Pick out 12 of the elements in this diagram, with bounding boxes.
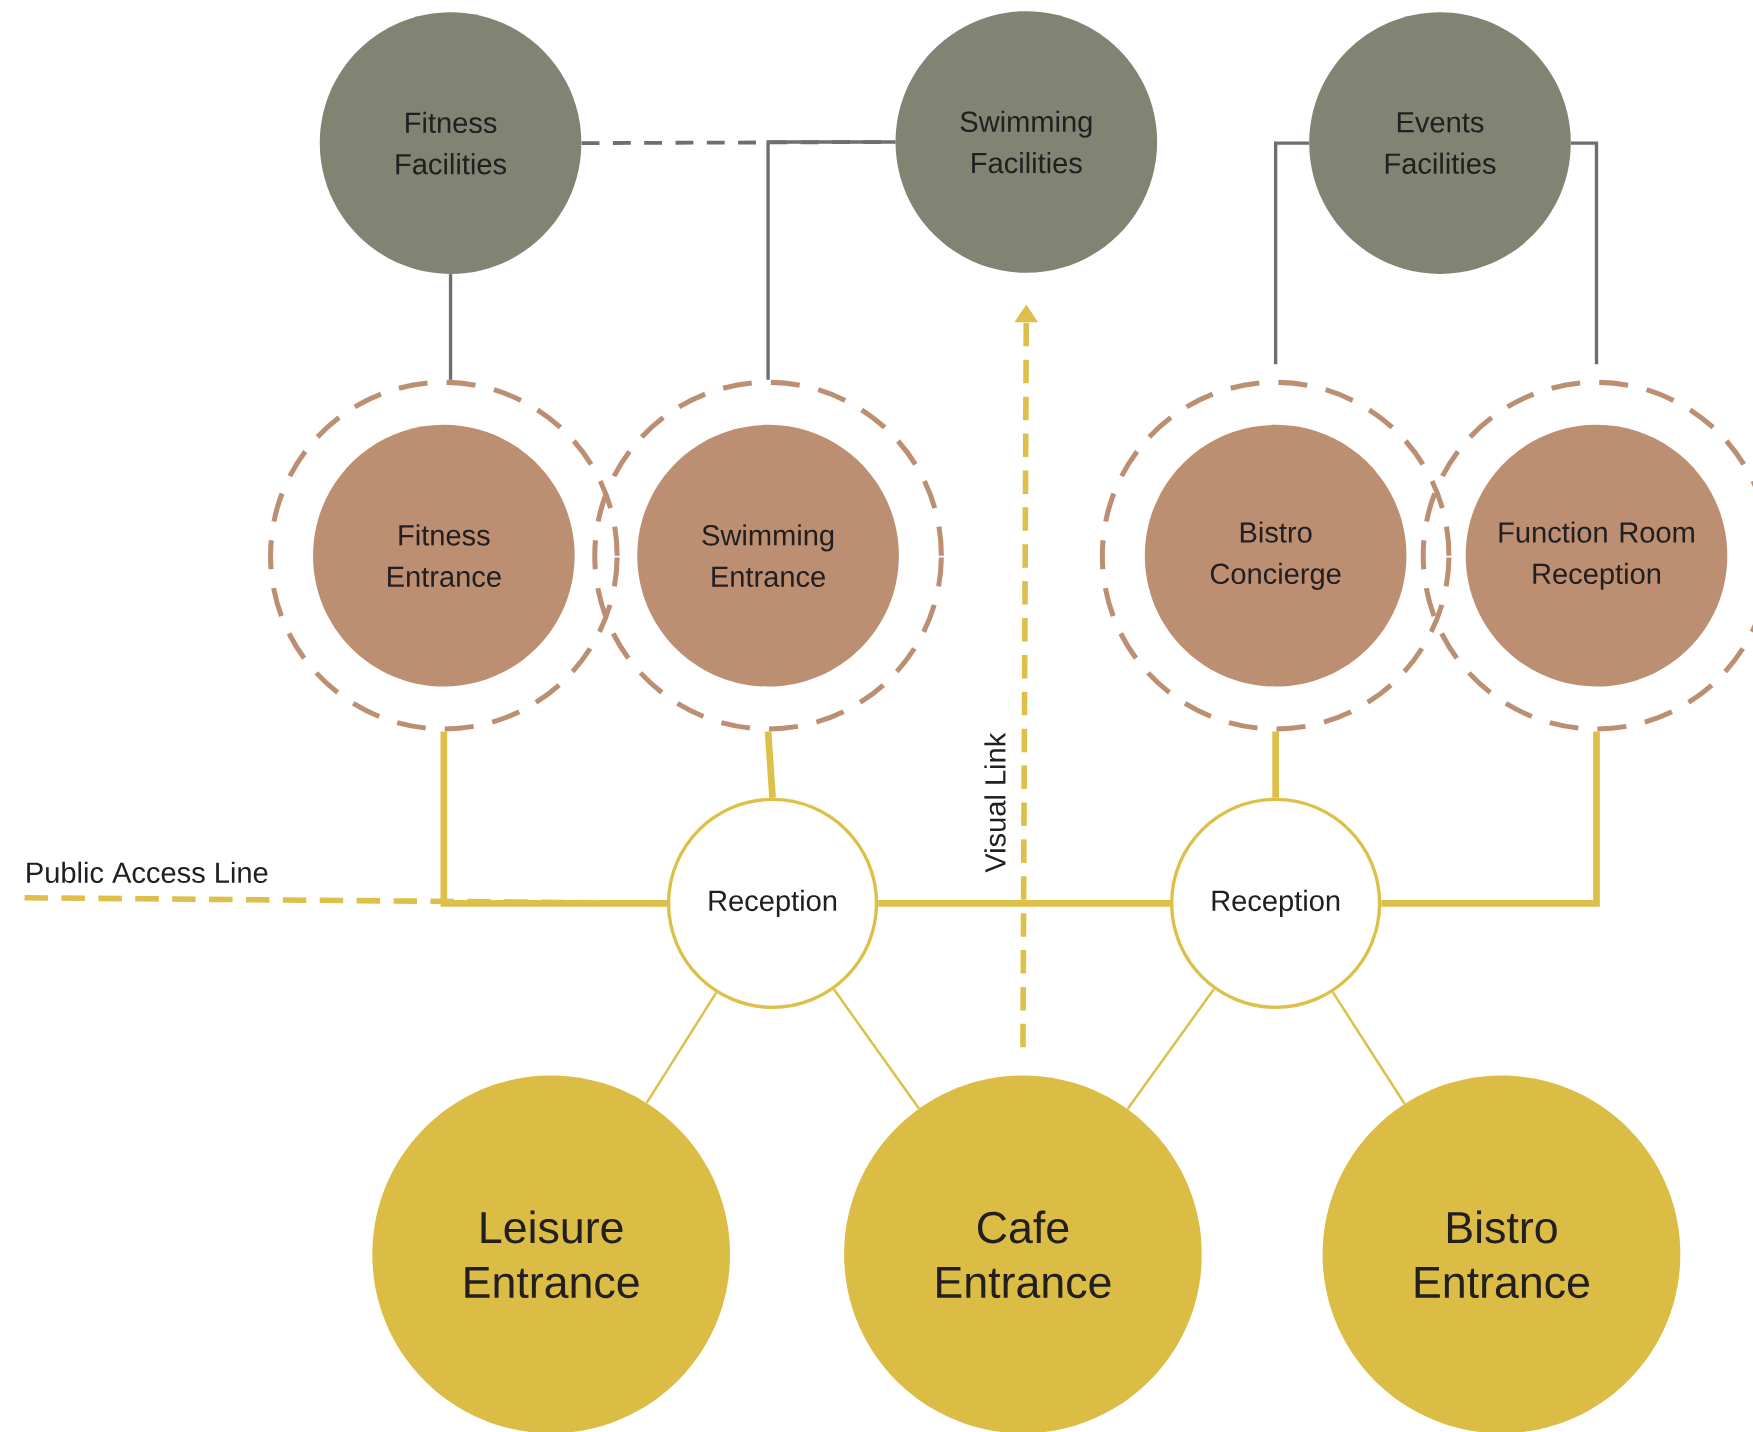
connector bbox=[1273, 141, 1309, 365]
connector bbox=[1571, 141, 1599, 365]
access-line-label: Public Access Line bbox=[27, 861, 268, 883]
connector bbox=[764, 731, 776, 798]
connector bbox=[766, 140, 896, 380]
connector bbox=[832, 988, 920, 1110]
edge-label: Visual Link bbox=[984, 732, 1006, 873]
connector bbox=[1126, 988, 1215, 1110]
connector bbox=[448, 274, 453, 380]
connector bbox=[1331, 991, 1406, 1105]
connector bbox=[645, 991, 718, 1104]
connector bbox=[1272, 731, 1279, 798]
